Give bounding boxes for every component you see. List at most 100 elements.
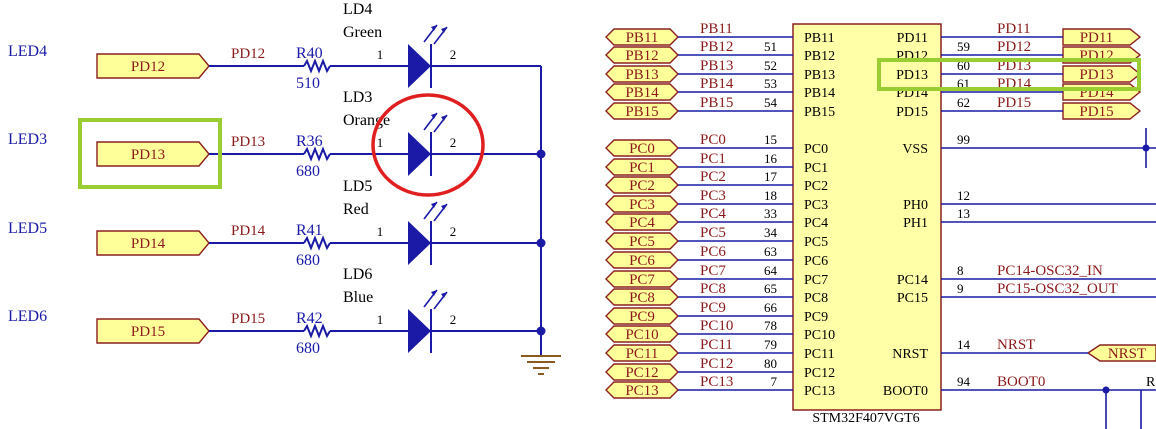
- pin-name: PC3: [804, 198, 828, 213]
- pin-name: PC13: [804, 384, 835, 399]
- pin-name: PC7: [804, 273, 828, 288]
- net-label: PD15: [231, 311, 265, 327]
- pin-name: PB13: [804, 68, 835, 83]
- led-symbol: [408, 309, 431, 353]
- port-label: PC12: [625, 365, 658, 381]
- pin-number: 51: [764, 39, 777, 54]
- net-label: PB15: [700, 95, 733, 111]
- port-nrst[interactable]: NRST: [1086, 344, 1156, 362]
- port-pc0[interactable]: PC0: [605, 139, 679, 157]
- port-pb13[interactable]: PB13: [605, 65, 679, 83]
- pin-name: PD13: [896, 68, 928, 83]
- port-label: PD13: [1079, 67, 1113, 83]
- net-label: PC0: [700, 132, 726, 148]
- pin-number: 18: [764, 188, 777, 203]
- port-pd15[interactable]: PD15: [96, 318, 210, 344]
- led-color-label: Green: [343, 24, 382, 41]
- led-highlight-circle: [371, 93, 485, 197]
- port-label: PC8: [629, 290, 655, 306]
- port-pd15[interactable]: PD15: [1062, 102, 1142, 120]
- port-highlight-box: [78, 118, 222, 189]
- net-label: PC3: [700, 188, 726, 204]
- pin-name: PC10: [804, 328, 835, 343]
- light-emission-icon: [423, 289, 448, 310]
- pin-number: 17: [764, 169, 778, 184]
- port-pb11[interactable]: PB11: [605, 28, 679, 46]
- port-pd12[interactable]: PD12: [96, 53, 210, 79]
- port-pc2[interactable]: PC2: [605, 176, 679, 194]
- port-pd14[interactable]: PD14: [1062, 83, 1142, 101]
- port-pc13[interactable]: PC13: [605, 381, 679, 399]
- resistor-value: 510: [296, 75, 320, 92]
- net-label: PC7: [700, 263, 726, 279]
- net-label: PC2: [700, 169, 726, 185]
- port-label: PC0: [629, 141, 655, 157]
- port-pc9[interactable]: PC9: [605, 307, 679, 325]
- port-pc11[interactable]: PC11: [605, 344, 679, 362]
- port-pc12[interactable]: PC12: [605, 363, 679, 381]
- pin-number: 34: [764, 225, 778, 240]
- port-flag-shape: [1062, 65, 1142, 83]
- net-label: PC1: [700, 151, 726, 167]
- pin-number: 64: [764, 263, 778, 278]
- resistor-value: 680: [296, 340, 320, 357]
- net-label: NRST: [997, 337, 1035, 353]
- port-pc8[interactable]: PC8: [605, 288, 679, 306]
- port-label: PD11: [1080, 30, 1114, 46]
- resistor-designator: R36: [296, 133, 323, 150]
- port-pc6[interactable]: PC6: [605, 251, 679, 269]
- port-pc3[interactable]: PC3: [605, 195, 679, 213]
- port-label: PD15: [131, 324, 165, 340]
- port-pb12[interactable]: PB12: [605, 46, 679, 64]
- port-pd13[interactable]: PD13: [1062, 65, 1142, 83]
- led-symbol: [408, 132, 431, 176]
- port-pc10[interactable]: PC10: [605, 325, 679, 343]
- led-row-label: LED5: [8, 220, 47, 237]
- led-pin-1: 1: [377, 135, 384, 150]
- port-label: PC9: [629, 309, 655, 325]
- port-pb14[interactable]: PB14: [605, 83, 679, 101]
- led-designator: LD4: [343, 1, 372, 18]
- net-label: PC10: [700, 318, 733, 334]
- net-label: BOOT0: [997, 374, 1045, 390]
- net-label: PC5: [700, 225, 726, 241]
- port-label: PC7: [629, 272, 655, 288]
- port-label: PD14: [131, 236, 166, 252]
- port-pc1[interactable]: PC1: [605, 158, 679, 176]
- pin-number: 59: [957, 39, 970, 54]
- junction-dot: [1142, 144, 1150, 152]
- pin-number: 54: [764, 95, 778, 110]
- port-pd13[interactable]: PD13: [96, 141, 210, 167]
- port-label: PC2: [629, 178, 655, 194]
- resistor-designator: R42: [296, 310, 323, 327]
- pin-number: 78: [764, 318, 777, 333]
- pin-number: 62: [957, 95, 970, 110]
- pin-name: PC14: [897, 273, 928, 288]
- port-pd14[interactable]: PD14: [96, 230, 210, 256]
- port-label: PB12: [625, 48, 658, 64]
- port-pd11[interactable]: PD11: [1062, 28, 1142, 46]
- port-pc4[interactable]: PC4: [605, 213, 679, 231]
- net-label: PB12: [700, 39, 733, 55]
- resistor-symbol: [303, 58, 331, 74]
- pin-name: PD11: [897, 31, 928, 46]
- port-pb15[interactable]: PB15: [605, 102, 679, 120]
- port-pc7[interactable]: PC7: [605, 270, 679, 288]
- pin-number: 80: [764, 356, 777, 371]
- pin-number: 53: [764, 76, 777, 91]
- pin-name: PH0: [903, 198, 928, 213]
- led-pin-1: 1: [377, 312, 384, 327]
- port-pc5[interactable]: PC5: [605, 232, 679, 250]
- pin-name: PB15: [804, 105, 835, 120]
